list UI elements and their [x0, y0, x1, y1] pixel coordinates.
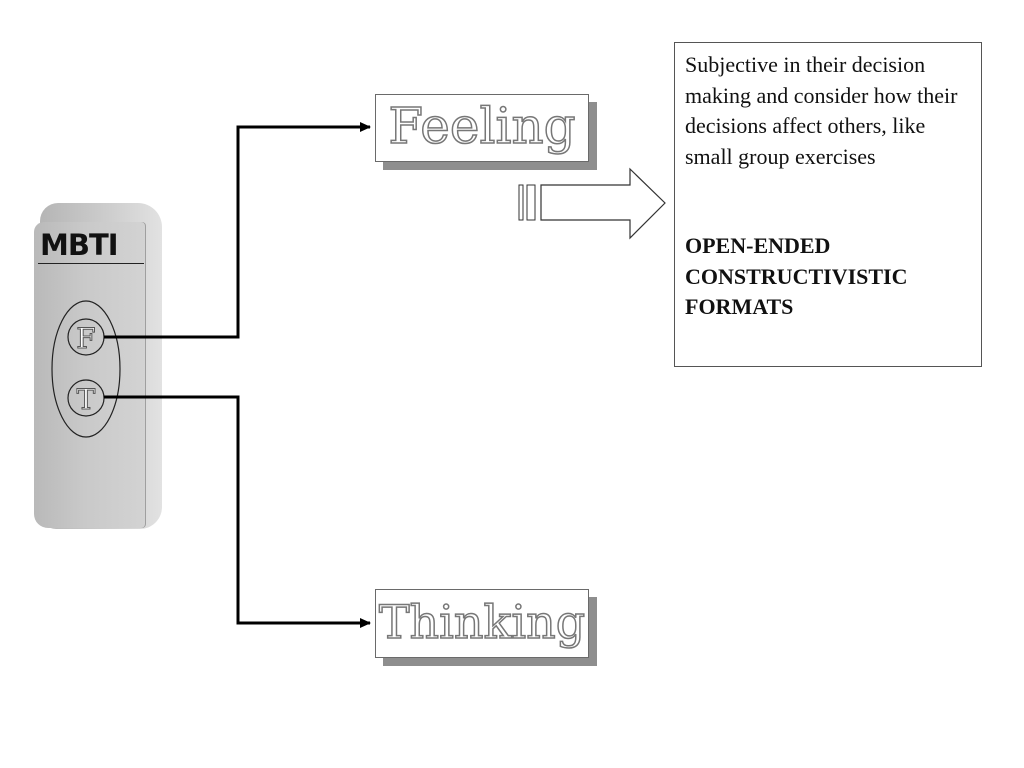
block-arrow-icon — [518, 167, 666, 240]
device-title: MBTI — [38, 226, 144, 264]
letter-f-text: F — [76, 322, 95, 355]
letter-t-text: T — [77, 383, 96, 416]
letter-f-badge: F — [67, 318, 105, 356]
description-emphasis: OPEN-ENDED CONSTRUCTIVISTIC FORMATS — [685, 233, 908, 319]
feeling-connector — [104, 122, 371, 339]
feeling-label: Feeling — [375, 94, 589, 162]
description-box: Subjective in their decision making and … — [674, 42, 982, 367]
thinking-connector — [104, 395, 371, 628]
letter-t-badge: T — [67, 379, 105, 417]
device-letter-oval — [51, 300, 121, 438]
thinking-label: Thinking — [375, 589, 589, 658]
description-text: Subjective in their decision making and … — [685, 52, 958, 169]
